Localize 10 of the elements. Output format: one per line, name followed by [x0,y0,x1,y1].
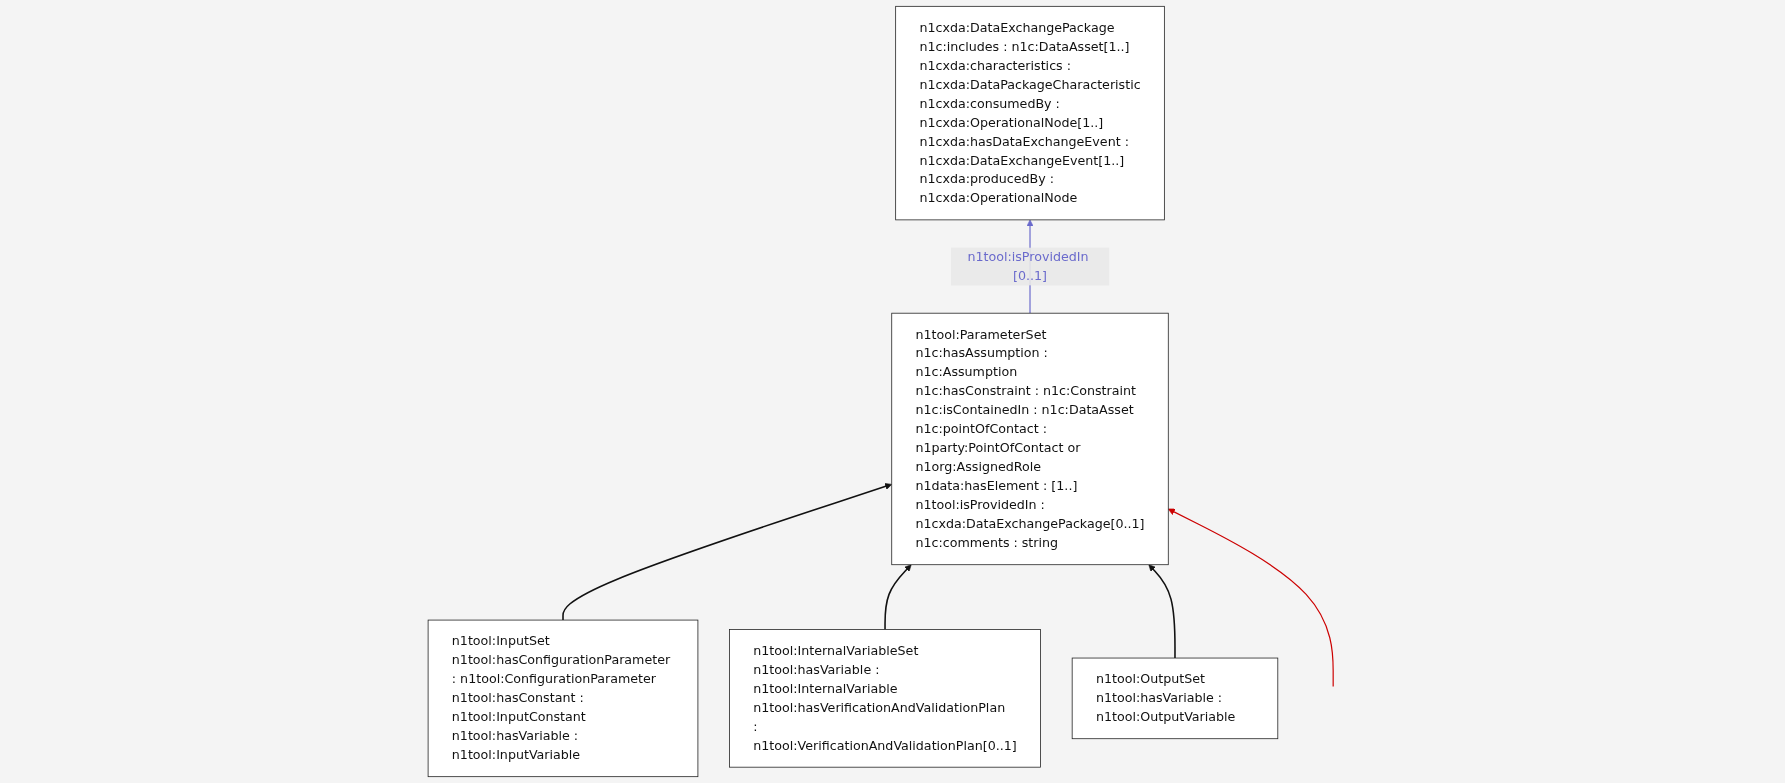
arrow [884,564,912,631]
arrow [1167,508,1334,688]
edge-label: n1tool:isProvidedIn [0..1] [967,249,1089,284]
arrow [562,483,893,621]
arrow [1148,564,1176,659]
node-box: n1tool:InternalVariableSet n1tool:hasVariable : n1tool:InternalVariable n1tool:hasVerificationAndValidationPlan : n1tool:VerificationAndValidationPlan[0..1] [729,629,1041,768]
node-box: n1tool:OutputSet n1tool:hasVariable : n1tool:OutputVariable [1071,657,1279,740]
node-box: n1tool:InputSet n1tool:hasConfigurationParameter : n1tool:ConfigurationParameter n1tool:hasConstant : n1tool:InputConstant n1tool:hasVariable : n1tool:InputVariable [427,619,699,778]
node-box: n1tool:ParameterSet n1c:hasAssumption : n1c:Assumption n1c:hasConstraint : n1c:Constraint n1c:isContainedIn : n1c:DataAsset n1c:pointOfContact : n1party:PointOfContact or n1org:AssignedRole n1data:hasElement : [1..] n1tool:isProvidedIn : n1cxda:DataExchangePackage[0..1] n1c:comments : string [891,312,1169,566]
node-box: n1cxda:DataExchangePackage n1c:includes : n1c:DataAsset[1..] n1cxda:characteristics : n1cxda:DataPackageCharacteristic n1cxda:consumedBy : n1cxda:OperationalNode[1..] n1cxda:hasDataExchangeEvent : n1cxda:DataExchangeEvent[1..] n1cxda:producedBy : n1cxda:OperationalNode [895,5,1165,221]
